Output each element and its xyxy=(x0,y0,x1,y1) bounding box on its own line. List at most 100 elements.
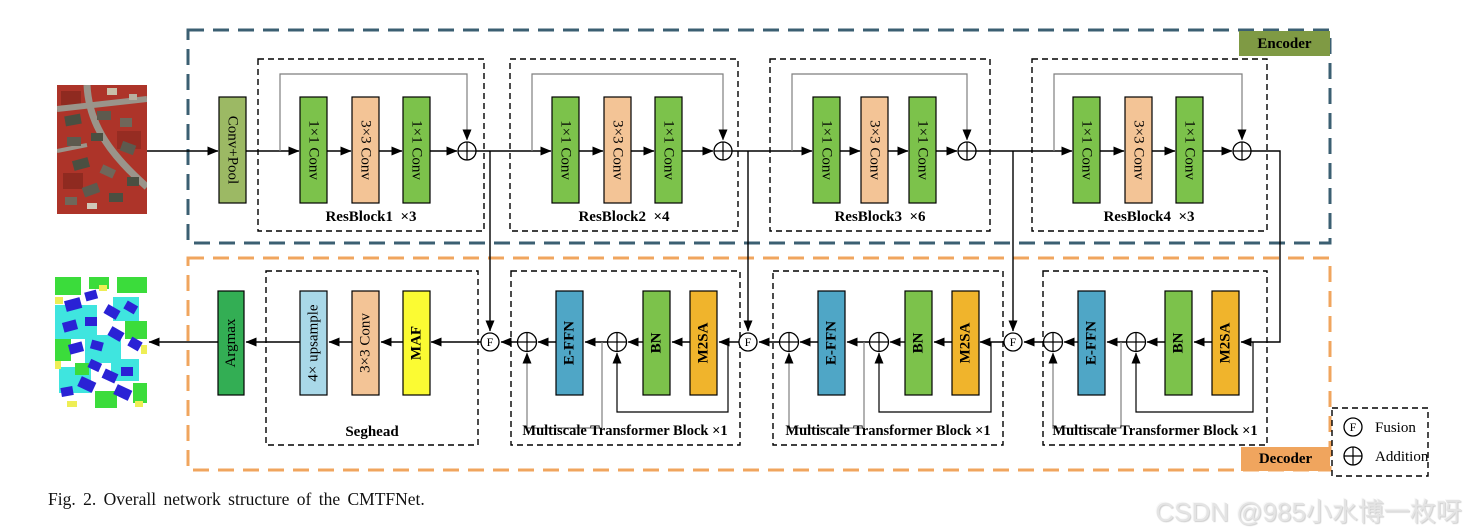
resblock1-title: ResBlock1 ×3 xyxy=(325,209,416,225)
addition-icon xyxy=(516,331,538,353)
legend-box xyxy=(1331,407,1429,477)
mtb1-bn-block xyxy=(642,290,671,396)
encoder-blocks: Conv+Pool 1×1 Conv 3×3 Conv 1×1 Conv 1×1… xyxy=(218,96,1204,204)
mtb2-effn-label: E-FFN xyxy=(824,321,840,365)
upsample-label: 4× upsample xyxy=(306,304,322,382)
decoder-tag-label: Decoder xyxy=(1259,451,1313,467)
resblock1-box xyxy=(257,58,485,232)
rb4-conv3-block xyxy=(1175,96,1204,204)
resblock2-title: ResBlock2 ×4 xyxy=(578,209,670,225)
rb1-conv3-block xyxy=(402,96,431,204)
encoder-tag-label: Encoder xyxy=(1257,36,1312,52)
seghead-box xyxy=(265,270,479,446)
addition-icon xyxy=(1125,331,1147,353)
rb4-conv2-label: 3×3 Conv xyxy=(1131,120,1147,180)
legend-fusion-icon: F xyxy=(1343,417,1363,437)
mtb1-title: Multiscale Transformer Block ×1 xyxy=(522,423,727,439)
resblock3-box xyxy=(769,58,991,232)
decoder-wires xyxy=(148,337,1254,429)
addition-icon xyxy=(713,141,733,161)
rb2-conv1-label: 1×1 Conv xyxy=(558,120,574,180)
encoder-tag-box xyxy=(1239,31,1330,56)
watermark: CSDN @985小水博一枚呀 xyxy=(1155,497,1462,527)
dashed-boxes xyxy=(257,58,1429,477)
fusion-icon: F xyxy=(738,332,758,352)
mtb1-effn-block xyxy=(555,290,584,396)
legend-fusion-letter: F xyxy=(1350,420,1357,434)
rb1-conv1-label: 1×1 Conv xyxy=(306,120,322,180)
mtb3-title: Multiscale Transformer Block ×1 xyxy=(1052,423,1257,439)
mtb3-m2sa-label: M2SA xyxy=(1218,322,1234,363)
decoder-region-border xyxy=(186,256,1332,472)
legend: F Fusion Addition xyxy=(1343,417,1429,466)
rb1-conv2-label: 3×3 Conv xyxy=(358,120,374,180)
addition-icon xyxy=(606,331,628,353)
addition-icon xyxy=(1232,141,1252,161)
rb2-conv3-label: 1×1 Conv xyxy=(661,120,677,180)
addition-circles xyxy=(457,141,1252,353)
seghead-title: Seghead xyxy=(345,424,399,440)
addition-icon xyxy=(868,331,890,353)
decoder-tag-box xyxy=(1241,447,1330,471)
maf-label: MAF xyxy=(409,326,425,360)
argmax-label: Argmax xyxy=(223,318,239,367)
legend-addition-icon xyxy=(1343,446,1363,466)
conv-pool-label: Conv+Pool xyxy=(225,116,241,184)
mtb1-box xyxy=(510,270,741,446)
addition-icon xyxy=(957,141,977,161)
rb3-conv2-label: 3×3 Conv xyxy=(867,120,883,180)
addition-icon xyxy=(1042,331,1064,353)
seghead-conv-block xyxy=(351,290,380,396)
mtb2-m2sa-block xyxy=(951,290,980,396)
resblock3-title: ResBlock3 ×6 xyxy=(834,209,926,225)
mtb3-m2sa-block xyxy=(1211,290,1240,396)
rb1-conv2-block xyxy=(351,96,380,204)
fusion-letter: F xyxy=(1010,335,1017,349)
fusion-icon: F xyxy=(1003,332,1023,352)
resblock2-box xyxy=(509,58,739,232)
rb2-conv2-block xyxy=(603,96,632,204)
rb3-conv2-block xyxy=(860,96,889,204)
rb2-conv1-block xyxy=(551,96,580,204)
fusion-letter: F xyxy=(487,335,494,349)
output-segmentation-image xyxy=(55,277,147,408)
mtb2-effn-block xyxy=(817,290,846,396)
rb3-conv3-block xyxy=(908,96,937,204)
rb4-conv1-label: 1×1 Conv xyxy=(1079,120,1095,180)
input-aerial-image xyxy=(57,85,147,214)
figure-caption: Fig. 2. Overall network structure of the… xyxy=(48,489,425,509)
resblock4-title: ResBlock4 ×3 xyxy=(1103,209,1194,225)
rb2-conv3-block xyxy=(654,96,683,204)
mtb2-m2sa-label: M2SA xyxy=(958,322,974,363)
legend-addition-label: Addition xyxy=(1375,449,1429,465)
mtb3-bn-label: BN xyxy=(1171,332,1187,353)
encoder-tag: Encoder xyxy=(1239,31,1330,56)
mtb2-bn-block xyxy=(904,290,933,396)
rb3-conv1-label: 1×1 Conv xyxy=(819,120,835,180)
decoder-blocks: Argmax 4× upsample 3×3 Conv MAF E-FFN BN… xyxy=(217,290,1240,396)
resblock4-box xyxy=(1031,58,1268,232)
encoder-region-border xyxy=(186,28,1332,245)
mtb2-box xyxy=(772,270,1004,446)
fusion-icon: F xyxy=(480,332,500,352)
rb2-conv2-label: 3×3 Conv xyxy=(610,120,626,180)
mtb3-effn-block xyxy=(1077,290,1106,396)
maf-block xyxy=(402,290,431,396)
mtb1-effn-label: E-FFN xyxy=(562,321,578,365)
mtb2-title: Multiscale Transformer Block ×1 xyxy=(785,423,990,439)
rb3-conv1-block xyxy=(812,96,841,204)
upsample-block xyxy=(299,290,328,396)
box-titles: ResBlock1 ×3 ResBlock2 ×4 ResBlock3 ×6 R… xyxy=(325,209,1257,440)
fusion-letter: F xyxy=(745,335,752,349)
mtb1-m2sa-block xyxy=(689,290,718,396)
mtb2-bn-label: BN xyxy=(911,332,927,353)
rb1-conv1-block xyxy=(299,96,328,204)
addition-icon xyxy=(778,331,800,353)
legend-fusion-label: Fusion xyxy=(1375,420,1416,436)
encoder-wires xyxy=(147,73,1281,347)
rb1-conv3-label: 1×1 Conv xyxy=(409,120,425,180)
mtb1-bn-label: BN xyxy=(649,332,665,353)
mtb3-effn-label: E-FFN xyxy=(1084,321,1100,365)
